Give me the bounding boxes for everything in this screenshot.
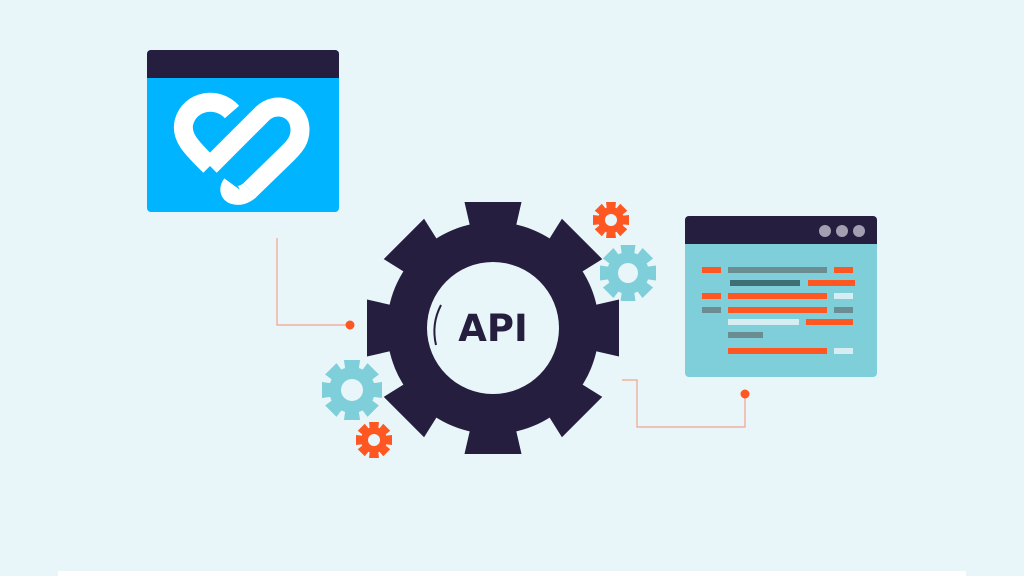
code-line	[808, 280, 855, 286]
code-line	[728, 319, 799, 325]
code-line	[834, 307, 853, 313]
app-logo-icon	[173, 92, 310, 205]
small-gear-icon	[593, 202, 629, 238]
window-dot	[819, 225, 831, 237]
code-line	[702, 267, 721, 273]
code-line	[728, 348, 827, 354]
app-window	[147, 50, 339, 212]
small-gear-icon	[600, 245, 656, 301]
left-connector	[276, 238, 350, 326]
code-line	[806, 319, 853, 325]
left-connector-dot	[345, 320, 355, 330]
right-connector	[622, 379, 746, 428]
code-lines	[702, 267, 855, 354]
api-label: API	[458, 307, 528, 350]
code-window-icon	[685, 216, 877, 377]
code-line	[728, 307, 827, 313]
code-line	[834, 348, 853, 354]
small-gear-icon	[356, 422, 392, 458]
right-connector-dot	[740, 389, 750, 399]
code-line	[728, 332, 763, 338]
code-line	[702, 307, 721, 313]
window-dot	[836, 225, 848, 237]
small-gear-icon	[322, 360, 382, 420]
code-line	[728, 267, 827, 273]
code-line	[730, 280, 800, 286]
code-line	[834, 267, 853, 273]
window-dot	[853, 225, 865, 237]
code-line	[728, 293, 827, 299]
code-line	[834, 293, 853, 299]
code-line	[702, 293, 721, 299]
gear-hub	[427, 262, 559, 394]
gear-highlight	[433, 304, 442, 346]
bottom-strip	[58, 571, 966, 576]
